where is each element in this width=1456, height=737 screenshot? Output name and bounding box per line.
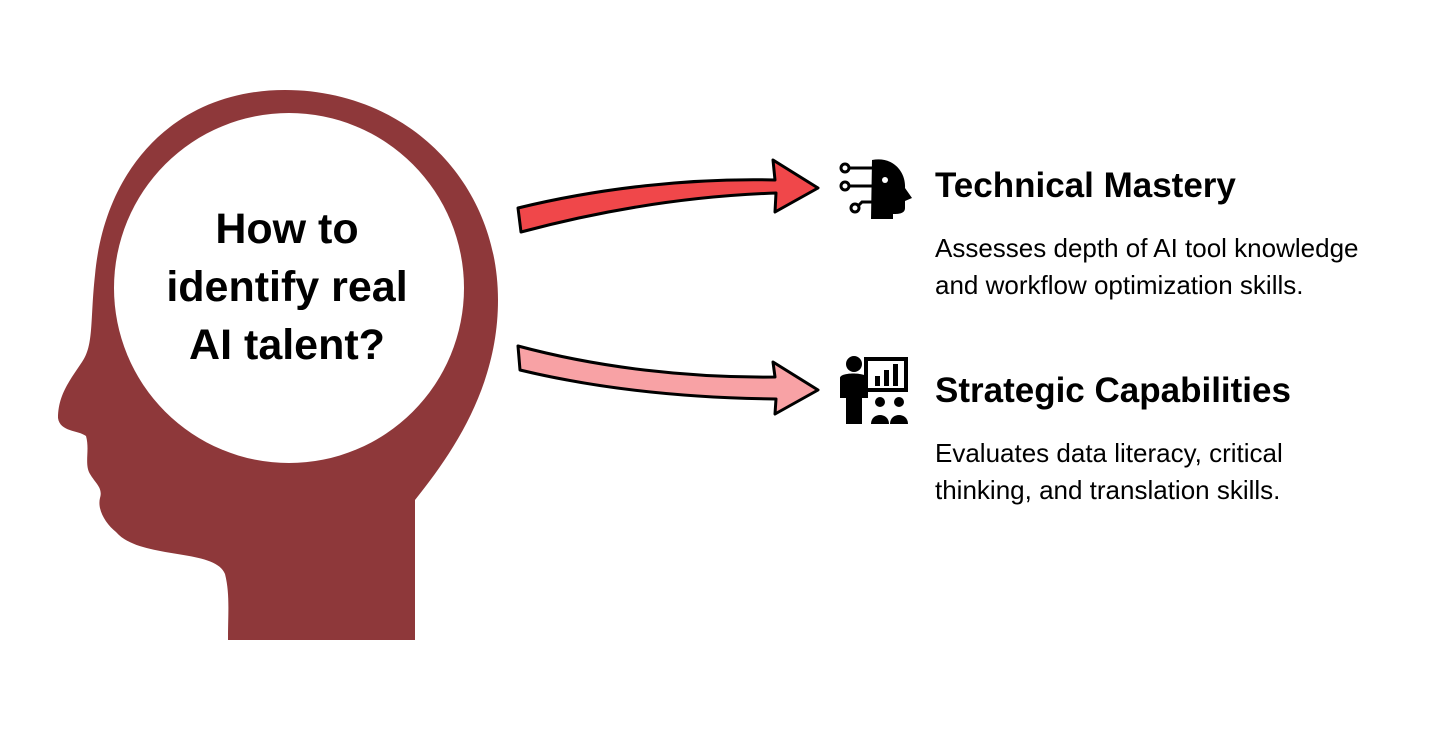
description-line: Assesses depth of AI tool knowledge <box>935 233 1359 263</box>
question-line: identify real <box>166 263 408 311</box>
technical-mastery-title: Technical Mastery <box>935 166 1236 205</box>
strategic-capabilities-title: Strategic Capabilities <box>935 371 1291 410</box>
description-line: thinking, and translation skills. <box>935 475 1281 505</box>
presenter-audience-icon <box>840 356 908 424</box>
arrow-technical-mastery <box>516 158 820 234</box>
question-line: How to <box>215 205 359 253</box>
technical-mastery-description: Assesses depth of AI tool knowledge and … <box>935 230 1359 304</box>
thought-circle <box>114 113 464 463</box>
strategic-capabilities-description: Evaluates data literacy, critical thinki… <box>935 435 1283 509</box>
ai-head-circuit-icon <box>839 159 912 219</box>
description-line: and workflow optimization skills. <box>935 270 1304 300</box>
description-line: Evaluates data literacy, critical <box>935 438 1283 468</box>
central-question: How to identify real AI talent? <box>137 200 437 374</box>
question-line: AI talent? <box>189 321 385 369</box>
head-silhouette <box>58 90 498 640</box>
arrow-strategic-capabilities <box>516 344 820 416</box>
